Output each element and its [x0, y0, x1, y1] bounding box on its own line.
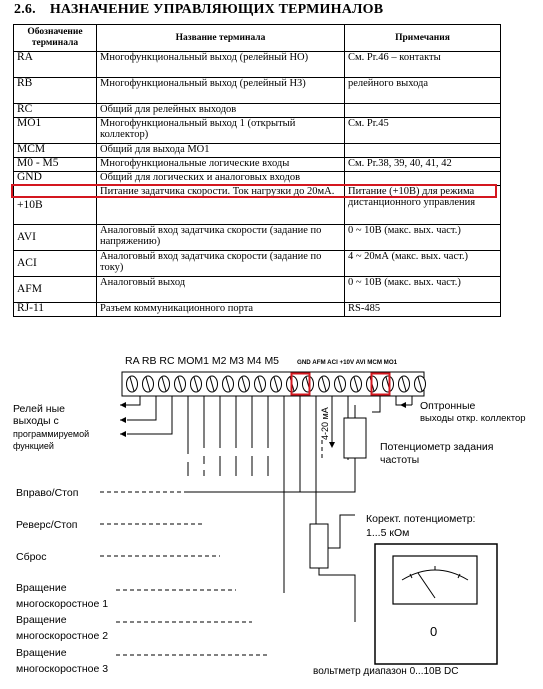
- terminal-note: 4 ~ 20мА (макс. вых. част.): [344, 250, 501, 277]
- dashed-leaders: [100, 404, 412, 656]
- terminal-note: релейного выхода: [344, 77, 501, 104]
- section-number: 2.6.: [14, 2, 36, 17]
- relay-outputs-line2: выходы с: [13, 415, 59, 427]
- gnd-row-highlight: [11, 184, 497, 198]
- terminal-labels-small: GND AFM ACI +10V AVI MCM MO1: [297, 359, 398, 366]
- meter-zero-label: 0: [430, 624, 437, 639]
- input-ms3-line1: Вращение: [16, 647, 67, 659]
- terminal-code: AVI: [13, 224, 97, 251]
- terminal-screw-slot: [177, 376, 183, 392]
- voltmeter: 0: [374, 543, 498, 665]
- terminal-screw-slot: [257, 376, 263, 392]
- terminal-screw-slot: [225, 376, 231, 392]
- wiring: [123, 396, 413, 622]
- input-ms2-line2: многоскоростное 2: [16, 630, 108, 642]
- gnd-terminal-highlight: [290, 372, 311, 396]
- pot-freq-line1: Потенциометр задания: [380, 441, 493, 453]
- terminal-name: Многофункциональный выход (релейный НЗ): [96, 77, 345, 104]
- current-label: 4-20 мА: [320, 407, 330, 440]
- terminal-screw-slot: [193, 376, 199, 392]
- terminal-block: [121, 371, 426, 397]
- arrow-heads: [120, 402, 406, 448]
- input-fwd-stop: Вправо/Стоп: [16, 487, 78, 499]
- terminal-screw-slot: [401, 376, 407, 392]
- optron-line2: выходы откр. коллектор: [420, 413, 526, 424]
- terminal-table: Обозначение терминала Название терминала…: [13, 24, 501, 317]
- relay-outputs-line4: функцией: [13, 441, 54, 451]
- terminal-screw-slot: [417, 376, 423, 392]
- terminal-screw-slot: [129, 376, 135, 392]
- section-heading: 2.6. НАЗНАЧЕНИЕ УПРАВЛЯЮЩИХ ТЕРМИНАЛОВ: [14, 2, 383, 18]
- terminal-screw-slot: [145, 376, 151, 392]
- terminal-screw-slot: [241, 376, 247, 392]
- terminal-screw-slot: [353, 376, 359, 392]
- section-title: НАЗНАЧЕНИЕ УПРАВЛЯЮЩИХ ТЕРМИНАЛОВ: [49, 2, 384, 17]
- avi-terminal-highlight: [370, 372, 391, 396]
- terminal-screw-slot: [337, 376, 343, 392]
- input-reset: Сброс: [16, 551, 47, 563]
- pot-corr-line1: Корект. потенциометр:: [366, 513, 475, 525]
- input-ms3-line2: многоскоростное 3: [16, 663, 108, 675]
- input-ms1-line1: Вращение: [16, 582, 67, 594]
- terminal-name: Аналоговый вход задатчика скорости (зада…: [96, 250, 345, 277]
- terminal-note: 0 ~ 10В (макс. вых. част.): [344, 224, 501, 251]
- header-name: Название терминала: [96, 24, 345, 52]
- terminal-note: См. Pr.46 – контакты: [344, 51, 501, 78]
- terminal-screw-slot: [209, 376, 215, 392]
- optron-line1: Оптронные: [420, 400, 475, 412]
- terminal-note: 0 ~ 10В (макс. вых. част.): [344, 276, 501, 303]
- pot-corr-line2: 1...5 кОм: [366, 527, 409, 539]
- terminal-name: Аналоговый выход: [96, 276, 345, 303]
- input-rev-stop: Реверс/Стоп: [16, 519, 78, 531]
- terminal-name: Аналоговый вход задатчика скорости (зада…: [96, 224, 345, 251]
- pot-freq-line2: частоты: [380, 454, 419, 466]
- terminal-code: +10В: [13, 185, 97, 225]
- header-code: Обозначение терминала: [13, 24, 97, 52]
- terminal-screw-slot: [161, 376, 167, 392]
- input-ms2-line1: Вращение: [16, 614, 67, 626]
- diagram-labels: Релей ные выходы с программируемой функц…: [13, 400, 526, 677]
- relay-outputs-line3: программируемой: [13, 429, 89, 439]
- terminal-screw-slot: [321, 376, 327, 392]
- voltmeter-label: вольтметр диапазон 0...10В DC: [313, 666, 459, 677]
- input-ms1-line2: многоскоростное 1: [16, 598, 108, 610]
- terminal-code: ACI: [13, 250, 97, 277]
- relay-outputs-line1: Релей ные: [13, 403, 65, 415]
- terminal-labels-main: RA RB RC MOM1 M2 M3 M4 M5: [125, 355, 279, 367]
- terminal-screw-slot: [273, 376, 279, 392]
- terminal-note: RS-485: [344, 302, 501, 317]
- terminal-name: Многофункциональный выход 1 (открытый ко…: [96, 117, 345, 144]
- terminal-note: Питание (+10В) для режима дистанционного…: [344, 185, 501, 225]
- terminal-note: См. Pr.45: [344, 117, 501, 144]
